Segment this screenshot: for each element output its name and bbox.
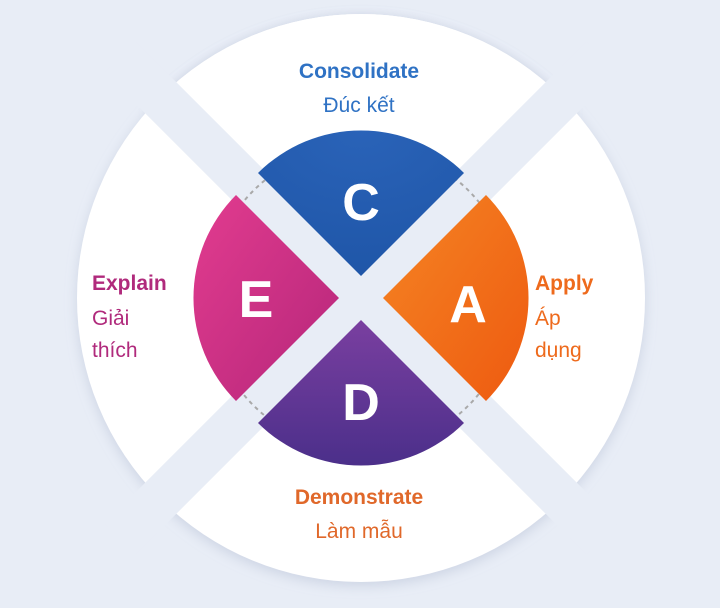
label-consolidate: Consolidate bbox=[299, 60, 419, 83]
quadrant-a bbox=[383, 195, 529, 401]
quadrant-d bbox=[258, 320, 464, 466]
letter-e: E bbox=[239, 271, 274, 329]
label-ap: Áp bbox=[535, 307, 561, 330]
quadrant-c bbox=[258, 130, 464, 276]
letter-d: D bbox=[342, 374, 380, 432]
label-demonstrate: Demonstrate bbox=[295, 486, 423, 509]
inner-quadrants bbox=[193, 130, 529, 466]
quadrant-e bbox=[193, 195, 339, 401]
label-giai: Giải bbox=[92, 307, 129, 330]
label-lam-mau: Làm mẫu bbox=[315, 520, 403, 543]
label-dung: dụng bbox=[535, 339, 582, 362]
label-explain: Explain bbox=[92, 272, 167, 295]
letter-c: C bbox=[342, 174, 380, 232]
label-duc-ket: Đúc kết bbox=[323, 94, 394, 117]
label-thich: thích bbox=[92, 339, 138, 362]
gap-diagonal-2 bbox=[104, 41, 618, 555]
outer-circle-group bbox=[77, 14, 645, 582]
label-apply: Apply bbox=[535, 272, 594, 295]
letter-a: A bbox=[449, 276, 487, 334]
